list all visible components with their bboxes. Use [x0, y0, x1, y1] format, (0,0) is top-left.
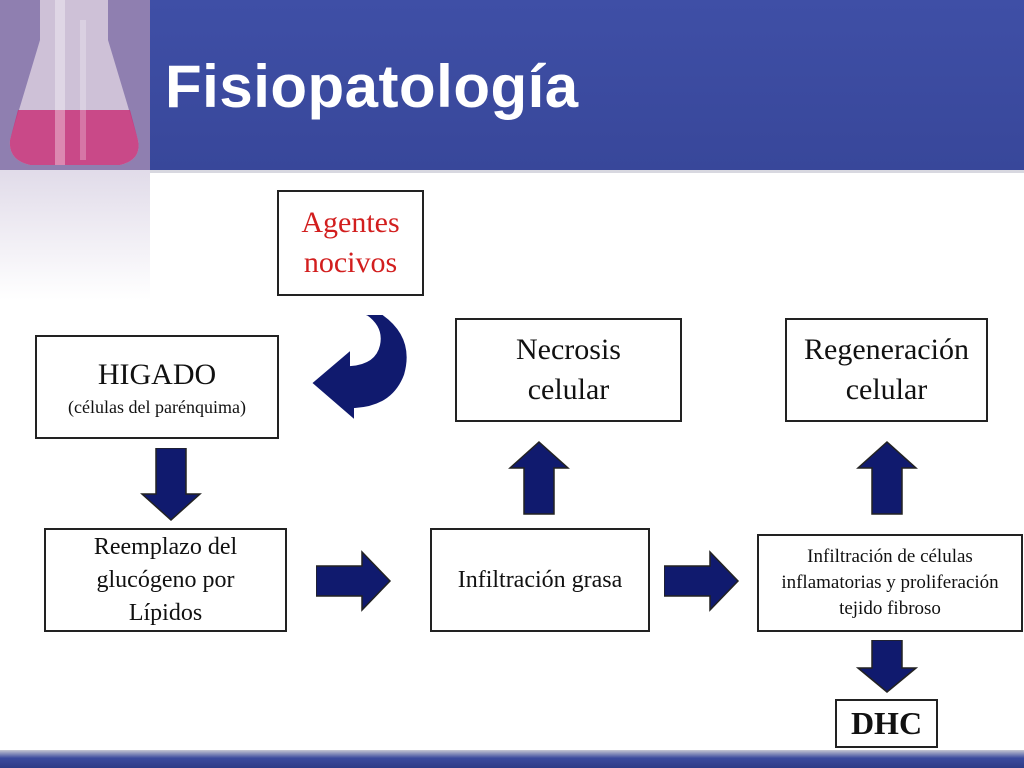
- reemplazo-line-3: Lípidos: [128, 599, 203, 626]
- slide-footer: [0, 750, 1024, 768]
- arrow-down-icon: [140, 448, 202, 522]
- dhc-text: DHC: [850, 705, 923, 741]
- box-dhc: DHC: [835, 699, 938, 748]
- box-agentes-nocivos: Agentes nocivos: [277, 190, 424, 296]
- agentes-line-1: Agentes: [301, 206, 400, 239]
- box-regeneracion-celular: Regeneración celular: [785, 318, 988, 422]
- header-band: [150, 0, 1024, 170]
- flask-icon: [0, 0, 150, 170]
- reemplazo-line-1: Reemplazo del: [93, 533, 238, 560]
- box-necrosis-celular: Necrosis celular: [455, 318, 682, 422]
- infiltracion-grasa-text: Infiltración grasa: [457, 566, 623, 593]
- infiltracion-celulas-line-2: inflamatorias y proliferación: [781, 572, 999, 593]
- agentes-line-2: nocivos: [303, 246, 398, 279]
- arrow-up-icon: [508, 440, 570, 515]
- curved-arrow-icon: [309, 315, 409, 424]
- regeneracion-line-2: celular: [845, 373, 928, 406]
- necrosis-line-1: Necrosis: [516, 333, 621, 366]
- infiltracion-celulas-line-1: Infiltración de células: [807, 546, 973, 567]
- higado-subtitle: (células del parénquima): [68, 397, 246, 417]
- box-infiltracion-grasa: Infiltración grasa: [430, 528, 650, 632]
- box-reemplazo-glucogeno: Reemplazo del glucógeno por Lípidos: [44, 528, 287, 632]
- regeneracion-line-1: Regeneración: [804, 333, 969, 366]
- slide-title: Fisiopatología: [165, 53, 579, 120]
- arrow-right-icon: [316, 550, 392, 612]
- necrosis-line-2: celular: [527, 373, 610, 406]
- reemplazo-line-2: glucógeno por: [96, 566, 235, 593]
- box-higado: HIGADO (células del parénquima): [35, 335, 279, 439]
- box-infiltracion-celulas: Infiltración de células inflamatorias y …: [757, 534, 1023, 632]
- flask-image: [0, 0, 150, 170]
- arrow-right-icon-2: [664, 550, 740, 612]
- infiltracion-celulas-line-3: tejido fibroso: [839, 598, 941, 619]
- higado-title: HIGADO: [97, 358, 217, 391]
- header-divider: [150, 170, 1024, 173]
- arrow-up-icon-2: [856, 440, 918, 515]
- arrow-down-icon-2: [856, 640, 918, 693]
- flask-reflection: [0, 170, 150, 300]
